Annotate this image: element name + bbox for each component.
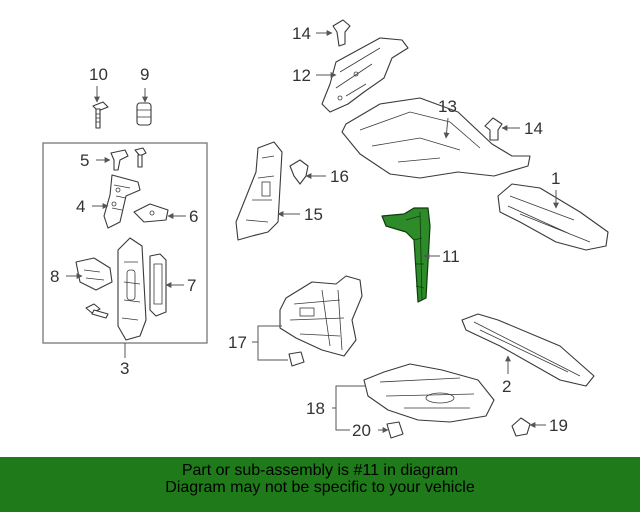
part-16-clip <box>289 159 309 185</box>
callout-2: 2 <box>502 377 511 396</box>
part-8-bracket <box>75 257 113 291</box>
part-14-clip-right <box>484 117 503 141</box>
callout-1: 1 <box>551 169 560 188</box>
part-center-bracket <box>117 237 147 341</box>
part-17-bracket <box>279 275 363 357</box>
part-12-bracket <box>321 37 409 113</box>
callout-17: 17 <box>228 333 247 352</box>
callout-18: 18 <box>306 399 325 418</box>
banner-line-2: Diagram may not be specific to your vehi… <box>165 479 475 496</box>
part-11-highlighted <box>381 207 431 303</box>
callout-14-top: 14 <box>292 24 311 43</box>
callout-5: 5 <box>80 151 89 170</box>
callout-10: 10 <box>89 65 108 84</box>
callout-4: 4 <box>76 197 85 216</box>
part-4-bracket <box>103 174 141 229</box>
part-13-cover <box>341 97 531 179</box>
part-17-clip <box>288 351 305 367</box>
part-15-panel <box>235 141 283 241</box>
part-20-clip <box>386 421 404 439</box>
part-5-clip <box>110 149 129 171</box>
part-bolt-small <box>85 303 109 319</box>
parts-diagram: 10 9 5 4 6 8 7 3 14 12 13 14 1 16 15 11 … <box>42 19 609 440</box>
callout-15: 15 <box>304 205 323 224</box>
callout-20: 20 <box>352 421 371 440</box>
part-screw <box>134 147 147 168</box>
callout-8: 8 <box>50 267 59 286</box>
part-2-bar <box>461 313 595 387</box>
callout-11: 11 <box>442 247 460 266</box>
info-banner: Part or sub-assembly is #11 in diagram D… <box>0 457 640 512</box>
callout-9: 9 <box>140 65 149 84</box>
part-7-strip <box>149 253 167 317</box>
banner-line-1: Part or sub-assembly is #11 in diagram <box>181 462 459 479</box>
callout-14-right: 14 <box>524 119 543 138</box>
part-19-clip <box>511 417 531 437</box>
callout-7: 7 <box>187 276 196 295</box>
callout-12: 12 <box>292 66 311 85</box>
callout-19: 19 <box>549 416 568 435</box>
part-6-plate <box>133 203 169 223</box>
callout-6: 6 <box>189 207 198 226</box>
part-9-nut <box>136 102 152 126</box>
callout-16: 16 <box>330 167 349 186</box>
leader-lines <box>66 30 559 433</box>
part-14-clip-top <box>332 19 351 47</box>
part-1-bracket <box>497 183 609 251</box>
callout-13: 13 <box>438 97 457 116</box>
part-18-undercover <box>363 363 495 423</box>
part-10-bolt <box>92 101 109 129</box>
callout-3: 3 <box>120 359 129 378</box>
